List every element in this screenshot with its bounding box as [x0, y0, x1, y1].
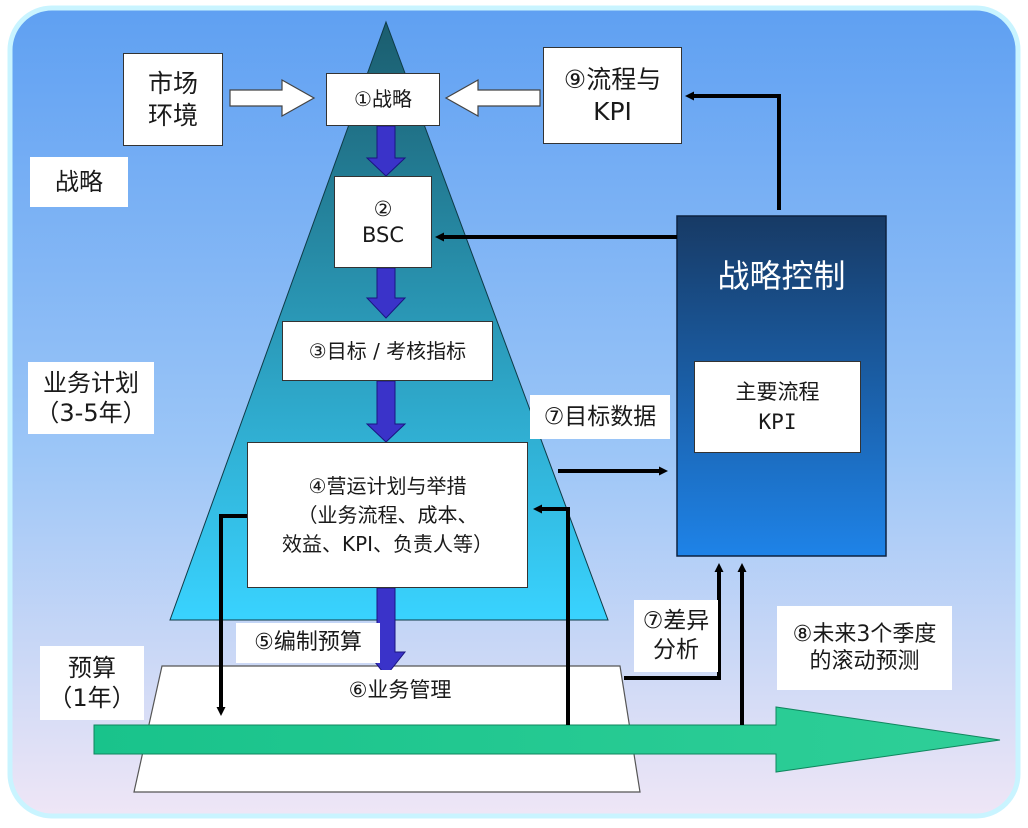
operations-box: ④营运计划与举措 （业务流程、成本、 效益、KPI、负责人等）	[247, 442, 528, 588]
level-business-plan-label: 业务计划 （3-5年）	[28, 362, 154, 434]
flow-arrow-1	[365, 125, 407, 177]
key-process-kpi-box: 主要流程 KPI	[694, 361, 861, 453]
strategy-control-title: 战略控制	[717, 257, 846, 295]
rolling-forecast-label: ⑧未来3个季度 的滚动预测	[777, 606, 952, 690]
process-kpi-box: ⑨流程与 KPI	[543, 47, 682, 144]
strategy-box: ①战略	[326, 73, 440, 126]
flow-arrow-3	[365, 380, 407, 443]
feedback-arrows	[216, 91, 781, 725]
control-to-kpi-arrow	[685, 91, 781, 210]
target-data-label: ⑦目标数据	[530, 395, 670, 439]
level-strategy-label: 战略	[30, 157, 128, 207]
timeline-arrow	[93, 706, 1001, 773]
flow-arrows	[365, 125, 407, 677]
budgeting-label: ⑤编制预算	[236, 623, 380, 663]
variance-analysis-label: ⑦差异 分析	[634, 600, 718, 672]
timeline-to-operations-arrow	[533, 504, 570, 725]
variance-arrow	[624, 563, 724, 680]
bsc-box: ② BSC	[334, 176, 432, 268]
kpi-input-arrow	[444, 78, 541, 118]
flow-arrow-2	[365, 267, 407, 319]
level-budget-label: 预算 （1年）	[40, 646, 144, 720]
operations-to-budget-arrow	[216, 514, 247, 716]
targets-box: ③目标 / 考核指标	[282, 321, 493, 381]
business-management-label: ⑥业务管理	[310, 670, 490, 710]
market-input-arrow	[229, 78, 316, 118]
market-environment-box: 市场 环境	[123, 53, 223, 146]
